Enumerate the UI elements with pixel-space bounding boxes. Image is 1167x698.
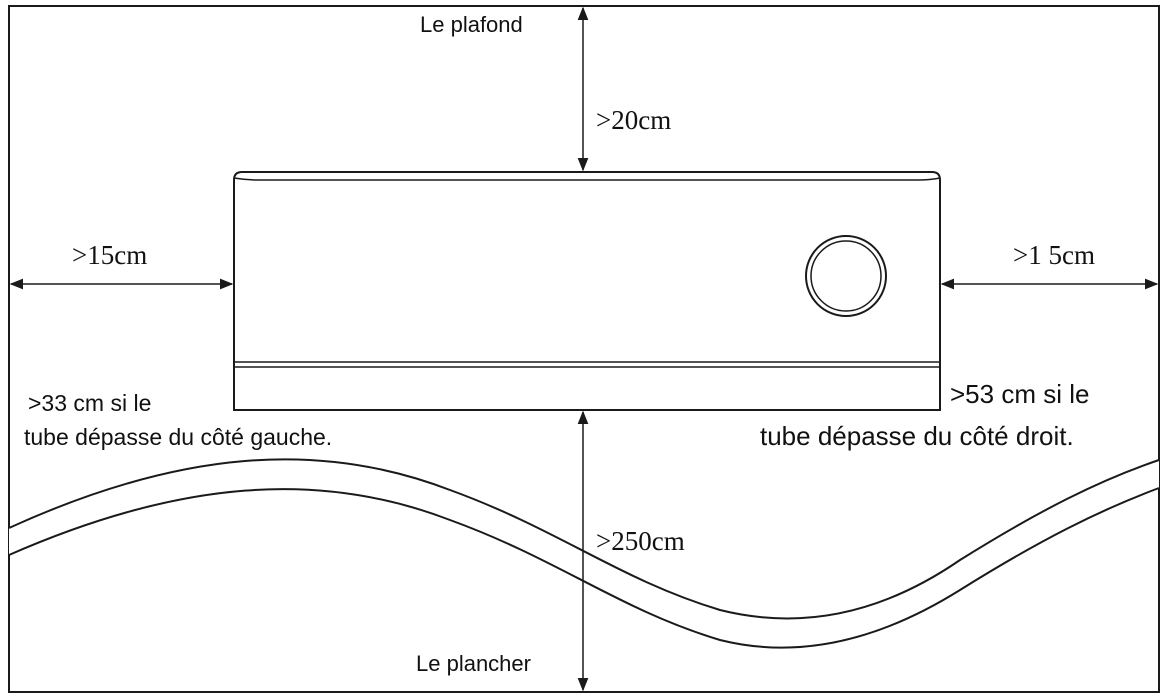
right-note-line2: tube dépasse du côté droit. [760, 421, 1074, 451]
right-clearance-label: >1 5cm [1013, 240, 1095, 270]
floor-label: Le plancher [416, 651, 531, 676]
unit-top-right-curve [917, 177, 941, 181]
right-note-line1: >53 cm si le [950, 379, 1089, 409]
unit-body [233, 171, 941, 411]
indoor-unit [233, 171, 941, 411]
wall-break-lower-curve [8, 487, 1160, 649]
wall-break-upper-curve [8, 458, 1160, 620]
unit-display-ring-inner [810, 240, 882, 312]
left-clearance-label: >15cm [72, 240, 147, 270]
bottom-clearance-label: >250cm [596, 526, 685, 556]
left-note-line2: tube dépasse du côté gauche. [24, 424, 332, 450]
wall-break-band [9, 459, 1159, 648]
top-clearance-label: >20cm [596, 105, 671, 135]
ceiling-label: Le plafond [420, 12, 523, 37]
unit-top-left-curve [233, 177, 259, 181]
unit-display-ring-outer [805, 235, 887, 317]
wall-frame [8, 5, 1160, 693]
left-note-line1: >33 cm si le [28, 390, 151, 416]
